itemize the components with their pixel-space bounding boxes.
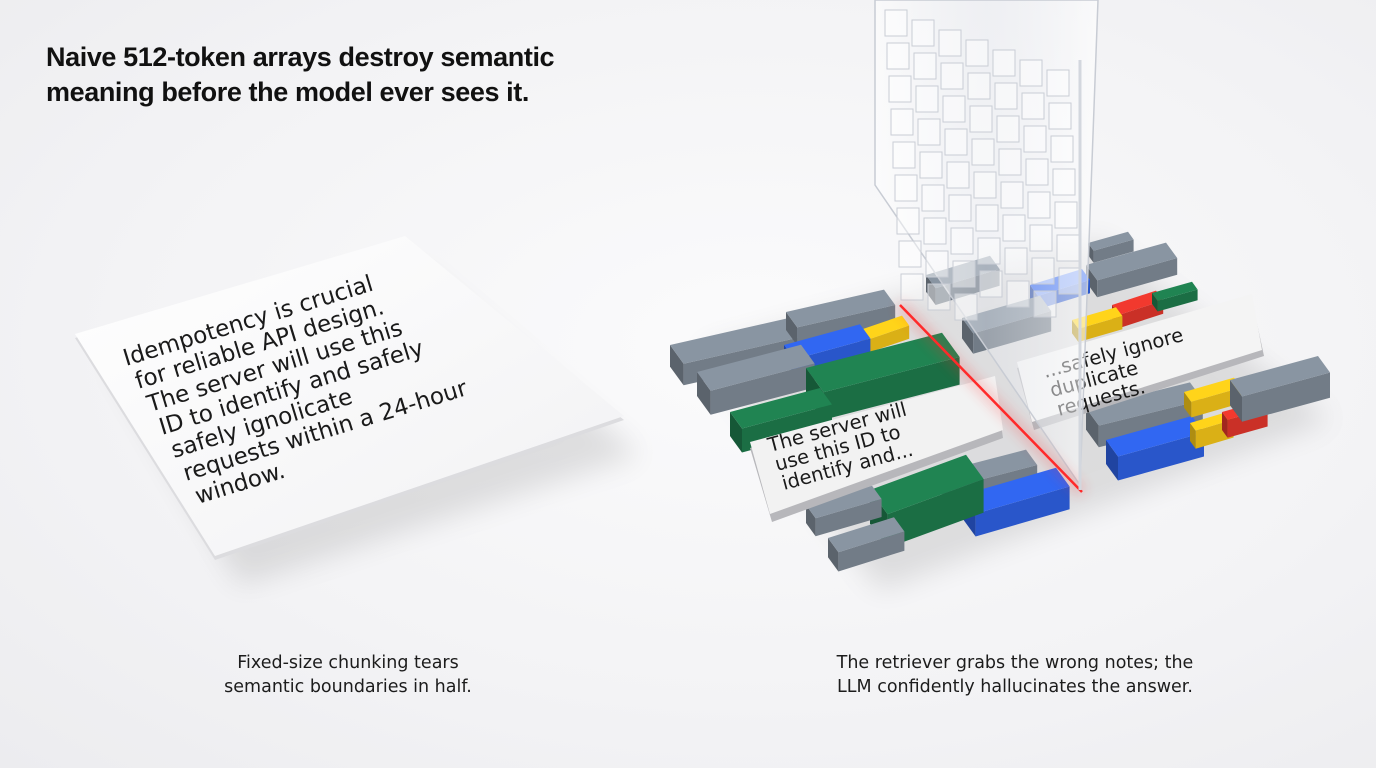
glass-cell (938, 29, 962, 57)
token-block (1152, 281, 1198, 312)
glass-cell (996, 115, 1020, 143)
glass-cell (946, 161, 970, 189)
caption-left: Fixed-size chunking tears semantic bound… (160, 651, 536, 699)
glass-cell (921, 184, 945, 212)
glass-cell (890, 108, 914, 136)
glass-cell (911, 19, 935, 47)
glass-cell (971, 138, 995, 166)
token-block (1086, 242, 1178, 298)
glass-cell (979, 270, 1003, 298)
glass-cell (1029, 224, 1053, 252)
glass-cell (892, 141, 916, 169)
token-block (1106, 416, 1204, 481)
glass-cell (1004, 247, 1028, 275)
glass-cell (1025, 158, 1049, 186)
token-block (697, 344, 815, 415)
headline-line-1: Naive 512-token arrays destroy semantic (46, 42, 555, 72)
glass-cell (952, 260, 976, 288)
glass-cell (1021, 92, 1045, 120)
caption-left-line-2: semantic boundaries in half. (224, 677, 472, 697)
glass-cell (994, 82, 1018, 110)
glass-cell (925, 250, 949, 278)
glass-cell (1058, 267, 1082, 295)
glass-cell (965, 39, 989, 67)
glass-token-cells (884, 9, 1082, 321)
glass-cell (940, 62, 964, 90)
glass-cell (927, 283, 951, 311)
glass-cell (915, 85, 939, 113)
glass-cell (1019, 59, 1043, 87)
glass-cell (896, 207, 920, 235)
caption-right-line-1: The retriever grabs the wrong notes; the (836, 653, 1194, 673)
headline-line-2: meaning before the model ever sees it. (46, 77, 529, 107)
glass-cell (900, 273, 924, 301)
caption-right: The retriever grabs the wrong notes; the… (770, 651, 1260, 699)
glass-cell (1048, 102, 1072, 130)
glass-cell (1054, 201, 1078, 229)
cut-line (899, 304, 1083, 493)
glass-cell (898, 240, 922, 268)
caption-right-line-2: LLM confidently hallucinates the answer. (837, 677, 1193, 697)
glass-cell (1056, 234, 1080, 262)
glass-cell (944, 128, 968, 156)
glass-cell (888, 75, 912, 103)
glass-cell (1027, 191, 1051, 219)
glass-cell (884, 9, 908, 37)
glass-cell (1046, 69, 1070, 97)
glass-cell (975, 204, 999, 232)
glass-cell (942, 95, 966, 123)
token-block (806, 485, 882, 537)
glass-cell (1050, 135, 1074, 163)
glass-cell (1000, 181, 1024, 209)
glass-cell (973, 171, 997, 199)
glass-cell (1006, 280, 1030, 308)
glass-cell (969, 105, 993, 133)
token-block (828, 517, 905, 572)
glass-cell (948, 194, 972, 222)
glass-cell (919, 151, 943, 179)
glass-cell (886, 42, 910, 70)
glass-cell (1002, 214, 1026, 242)
token-block (1184, 377, 1242, 418)
glass-cell (894, 174, 918, 202)
glass-chunker (874, 0, 1099, 496)
glass-cell (1031, 257, 1055, 285)
glass-cell (1033, 290, 1057, 318)
glass-cell (1023, 125, 1047, 153)
glass-cell (977, 237, 1001, 265)
glass-cell (998, 148, 1022, 176)
glass-cell (917, 118, 941, 146)
glass-cell (923, 217, 947, 245)
glass-cell (967, 72, 991, 100)
glass-cell (1052, 168, 1076, 196)
glass-cell (950, 227, 974, 255)
caption-left-line-1: Fixed-size chunking tears (237, 653, 459, 673)
glass-cell (913, 52, 937, 80)
headline: Naive 512-token arrays destroy semantic … (46, 40, 666, 110)
glass-cell (992, 49, 1016, 77)
token-block (1230, 356, 1330, 422)
glass-cell (954, 293, 978, 321)
